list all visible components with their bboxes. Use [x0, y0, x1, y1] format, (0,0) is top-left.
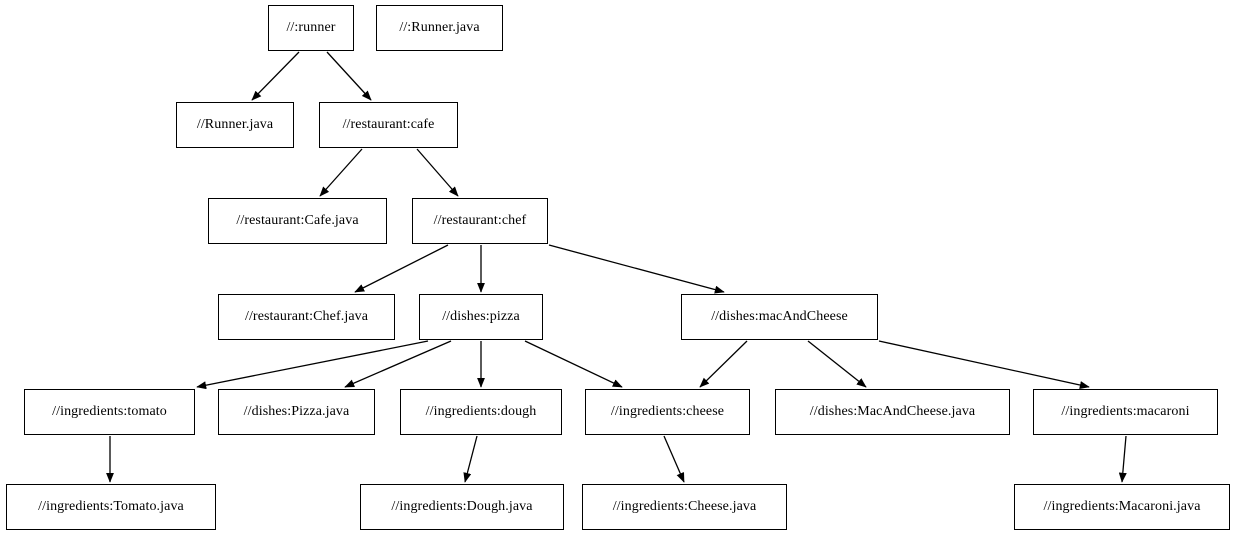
graph-node-label: //ingredients:cheese: [610, 404, 725, 419]
graph-node-label: //restaurant:chef: [433, 213, 527, 228]
graph-node-dough_java[interactable]: //ingredients:Dough.java: [360, 484, 564, 530]
graph-node-label: //ingredients:tomato: [52, 404, 167, 419]
graph-node-runner[interactable]: //:runner: [268, 5, 354, 51]
graph-node-label: //ingredients:Macaroni.java: [1043, 499, 1201, 514]
graph-node-label: //ingredients:Tomato.java: [38, 499, 184, 514]
graph-node-ing_dough[interactable]: //ingredients:dough: [400, 389, 562, 435]
graph-node-label: //:Runner.java: [399, 20, 480, 35]
graph-node-dishes_pizza[interactable]: //dishes:pizza: [419, 294, 543, 340]
graph-node-ing_tomato[interactable]: //ingredients:tomato: [24, 389, 195, 435]
graph-node-runner_java[interactable]: //Runner.java: [176, 102, 294, 148]
graph-node-ing_macaroni[interactable]: //ingredients:macaroni: [1033, 389, 1218, 435]
graph-node-label: //restaurant:cafe: [342, 117, 435, 132]
graph-node-mac_java[interactable]: //dishes:MacAndCheese.java: [775, 389, 1010, 435]
graph-node-restaurant_chef[interactable]: //restaurant:chef: [412, 198, 548, 244]
graph-node-label: //dishes:MacAndCheese.java: [809, 404, 976, 419]
graph-node-label: //ingredients:Cheese.java: [612, 499, 757, 514]
graph-node-label: //restaurant:Cafe.java: [236, 213, 359, 228]
graph-node-ing_cheese[interactable]: //ingredients:cheese: [585, 389, 750, 435]
graph-node-macaroni_java[interactable]: //ingredients:Macaroni.java: [1014, 484, 1230, 530]
graph-node-cheese_java[interactable]: //ingredients:Cheese.java: [582, 484, 787, 530]
graph-node-label: //ingredients:dough: [425, 404, 537, 419]
graph-node-dishes_mac[interactable]: //dishes:macAndCheese: [681, 294, 878, 340]
graph-node-chef_java[interactable]: //restaurant:Chef.java: [218, 294, 395, 340]
graph-node-label: //restaurant:Chef.java: [244, 309, 369, 324]
graph-node-tomato_java[interactable]: //ingredients:Tomato.java: [6, 484, 216, 530]
graph-node-root_runner_java[interactable]: //:Runner.java: [376, 5, 503, 51]
graph-node-cafe_java[interactable]: //restaurant:Cafe.java: [208, 198, 387, 244]
graph-node-label: //dishes:macAndCheese: [711, 309, 848, 324]
graph-node-label: //Runner.java: [196, 117, 274, 132]
graph-node-label: //dishes:Pizza.java: [243, 404, 350, 419]
graph-node-restaurant_cafe[interactable]: //restaurant:cafe: [319, 102, 458, 148]
graph-node-label: //:runner: [286, 20, 336, 35]
graph-node-label: //ingredients:Dough.java: [391, 499, 533, 514]
graph-node-label: //ingredients:macaroni: [1061, 404, 1190, 419]
graph-node-label: //dishes:pizza: [442, 309, 520, 324]
graph-node-pizza_java[interactable]: //dishes:Pizza.java: [218, 389, 375, 435]
